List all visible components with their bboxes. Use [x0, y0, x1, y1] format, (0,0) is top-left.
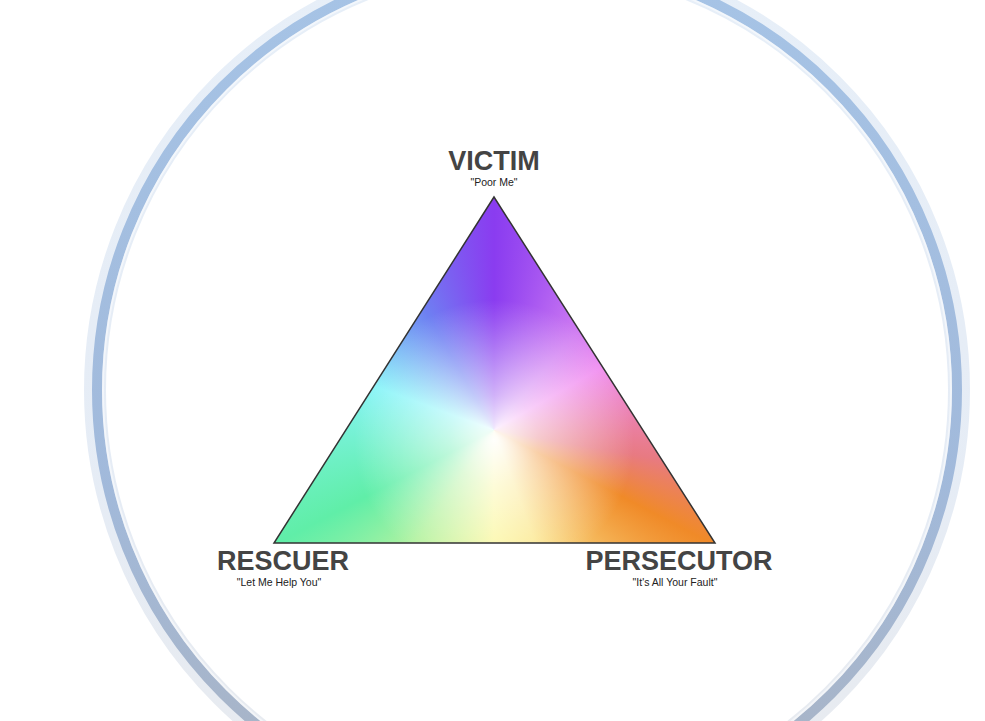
role-name-wrap: VICTIM: [448, 148, 540, 175]
role-name: RESCUER: [217, 548, 349, 575]
role-name: PERSECUTOR: [585, 548, 772, 575]
role-phrase-wrap: "It's All Your Fault": [633, 577, 718, 588]
triangle-edge: [274, 197, 715, 543]
role-phrase-wrap: "Let Me Help You": [237, 577, 322, 588]
role-phrase: "It's All Your Fault": [633, 577, 718, 588]
role-phrase-wrap: "Poor Me": [470, 177, 517, 188]
role-name: VICTIM: [448, 148, 540, 175]
role-phrase: "Let Me Help You": [237, 577, 322, 588]
role-name-wrap: PERSECUTOR: [585, 548, 772, 575]
role-name-wrap: RESCUER: [217, 548, 349, 575]
role-phrase: "Poor Me": [470, 177, 517, 188]
